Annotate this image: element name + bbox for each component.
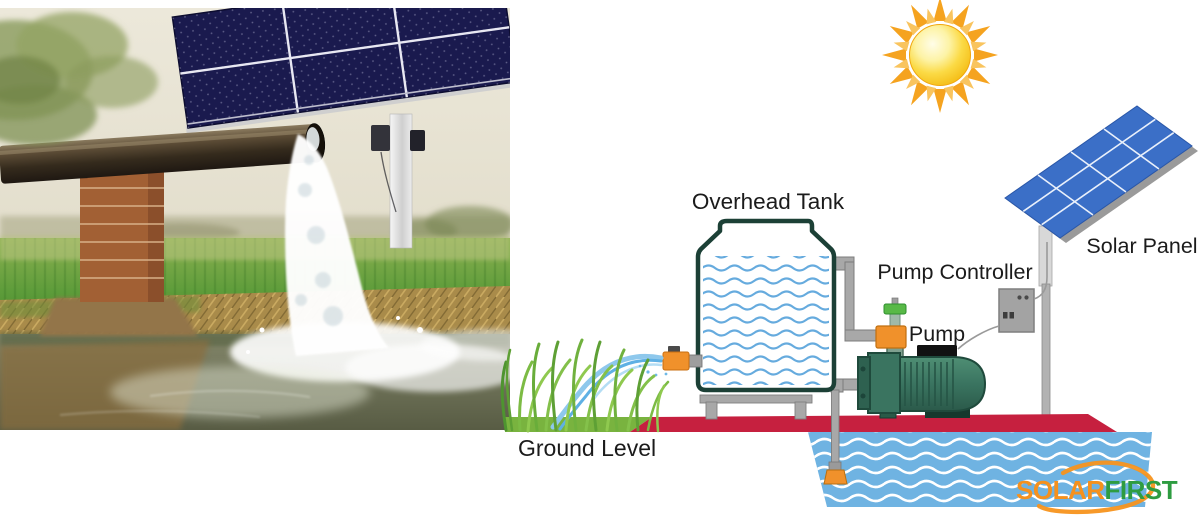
photo-brick-support [40,148,198,336]
ground-red-strip [630,414,1117,432]
diagram-panel-pole [1038,225,1053,419]
pump-unit [857,343,987,419]
wires [957,242,1048,350]
label-solar-panel: Solar Panel [1086,234,1197,258]
brand-logo: SOLARFIRST [1016,460,1178,515]
water-pool [808,432,1152,507]
photo-solar-panel [171,8,510,134]
diagram-solar-panel [1004,105,1198,243]
photo-tree-foliage [0,12,158,145]
label-pump: Pump [909,322,965,346]
logo-text: SOLARFIRST [1016,475,1178,505]
foot-valve [823,469,848,485]
label-overhead-tank: Overhead Tank [692,189,845,214]
pump-body [899,356,987,412]
check-valve [875,297,907,349]
pipe-tank-to-pump [832,256,879,342]
pipe-tee-fitting [875,325,907,349]
junction-box-icon [410,130,425,151]
logo-swoosh [1036,460,1156,515]
photo-water-gush [110,134,510,418]
logo-part1: SOLAR [1016,475,1105,505]
tank-outlet-valve [662,346,703,371]
overhead-tank [695,218,837,393]
tank-stand [699,394,813,420]
pump-head [867,352,901,414]
field-photo [0,8,510,430]
sun-icon [882,0,998,113]
pump-terminal-box [917,345,957,357]
photo-panel-pole [371,113,425,249]
photo-water-pipe [0,123,326,184]
pump-controller-box [998,288,1035,333]
junction-box-icon [371,125,390,151]
logo-part2: FIRST [1105,475,1178,505]
grass [500,338,670,433]
label-pump-controller: Pump Controller [877,260,1032,284]
tank-water [703,256,829,385]
label-ground-level: Ground Level [518,435,656,461]
